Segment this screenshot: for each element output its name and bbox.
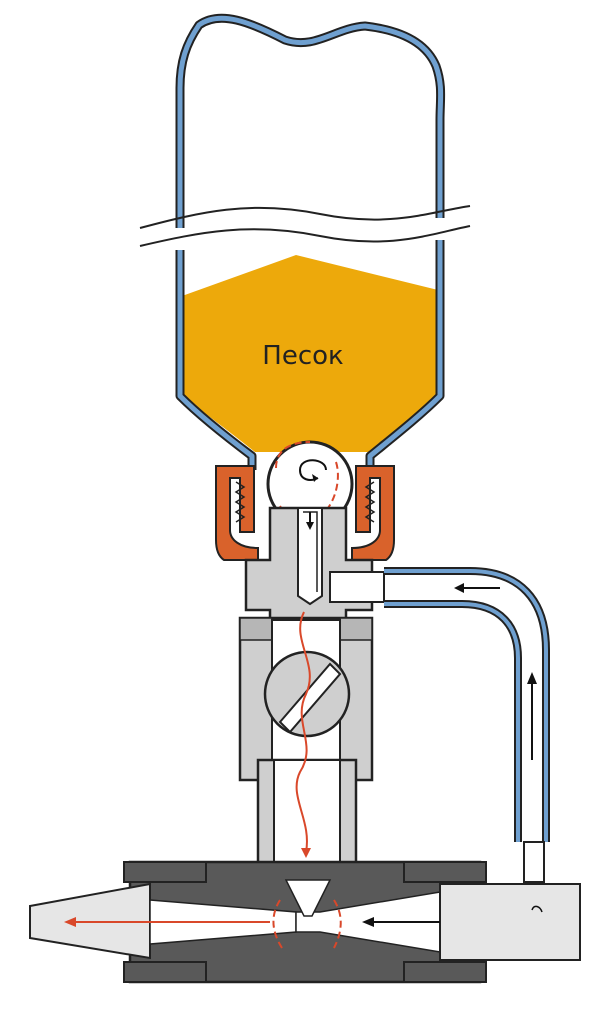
valve-housing — [238, 616, 374, 782]
bottle-upper — [175, 13, 446, 228]
funnel-into-venturi — [284, 879, 332, 917]
sand-fill — [182, 255, 438, 452]
screw-cap-right — [351, 465, 395, 561]
bottle-lower — [175, 240, 445, 470]
sand-label: Песок — [262, 341, 343, 371]
bottle-break — [139, 205, 471, 247]
air-hose — [384, 567, 550, 883]
inner-pipe — [303, 511, 318, 592]
air-side-port — [329, 571, 385, 603]
air-jet-nozzle — [439, 883, 581, 961]
sand-flow-line — [295, 611, 311, 853]
ball-swirl-arrow — [298, 459, 327, 481]
valve-plug-slot — [278, 662, 342, 734]
vertical-feed-channel — [297, 507, 323, 606]
screw-cap-left — [215, 465, 259, 561]
bottle-top-wall-inner — [177, 15, 444, 228]
bottle-top-wall — [175, 13, 446, 228]
nozzle-assembly — [29, 860, 581, 984]
